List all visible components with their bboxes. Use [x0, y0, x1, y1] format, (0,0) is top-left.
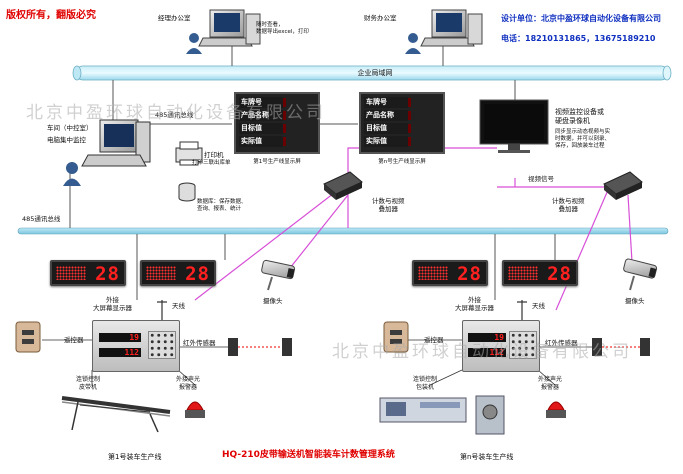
- video-recorder-monitor-icon: [479, 99, 549, 153]
- ir-sensor-left-icon: [228, 338, 292, 356]
- line1-ctrl-value-1: 19: [99, 333, 141, 342]
- line1-caption: 第1号装车生产线: [108, 453, 162, 461]
- screenn-row1-value: [408, 98, 411, 107]
- linen-alarm-label: 外接声光 报警器: [538, 376, 563, 391]
- line1-camera-label: 摄像头: [263, 297, 283, 305]
- camera-left-icon: [261, 259, 296, 291]
- overlay-box-left-icon: [323, 171, 363, 200]
- system-title: HQ-210皮带输送机智能装车计数管理系统: [222, 450, 395, 460]
- line1-led-display-1: 28: [50, 260, 126, 286]
- screen1-row4-value: [283, 137, 286, 146]
- line1-antenna-label: 天线: [172, 302, 185, 310]
- bus-485-top-label: 485通讯总线: [155, 111, 194, 119]
- lan-backbone: [72, 65, 672, 81]
- screenn-row4-label: 实际值: [364, 136, 408, 147]
- overlay-right-label: 计数与视频 叠加器: [552, 197, 585, 214]
- screen1-row3-label: 目标值: [239, 123, 283, 134]
- linen-ctrl-value-2: 112: [468, 348, 506, 357]
- database-label: 数据库：保存数据、 查询、报表、统计: [197, 199, 247, 212]
- video-recorder-note: 同步显示动态视频与实 时数据，并可以刻录、 保存，回放装车过程: [555, 129, 611, 149]
- finance-office-workstation-icon: [405, 9, 483, 54]
- linen-belt-ctrl-label: 连锁控制 包装机: [413, 376, 438, 391]
- linen-keypad: [509, 331, 537, 359]
- line1-led-display-2: 28: [140, 260, 216, 286]
- line1-ctrl-value-2: 112: [99, 348, 141, 357]
- controller-wiring: [42, 339, 598, 386]
- video-signal-lines: [194, 147, 633, 311]
- database-icon: [178, 182, 196, 202]
- line1-led-1-value: 28: [95, 263, 120, 285]
- screenn-row2-label: 产品名称: [364, 110, 408, 121]
- screen1-row1-value: [283, 98, 286, 107]
- camera-right-icon: [623, 258, 658, 291]
- overlay-left-label: 计数与视频 叠加器: [372, 197, 405, 214]
- linen-led-display-2: 28: [502, 260, 578, 286]
- alarm-right-icon: [546, 401, 566, 418]
- lan-label: 企业局域网: [357, 69, 393, 77]
- watermark-bottom: 北京中盈环球自动化设备有限公司: [332, 342, 632, 362]
- linen-ctrl-value-1: 19: [468, 333, 506, 342]
- antenna-icons: [157, 300, 527, 320]
- manager-office-note: 随时查看， 数据导出excel，打印: [256, 22, 309, 35]
- screen1-row1-label: 车牌号: [239, 97, 283, 108]
- video-recorder-title: 视频监控设备或 硬盘录像机: [555, 108, 604, 125]
- line1-sensor-label: 红外传感器: [183, 339, 216, 347]
- printer-label: 打印机: [204, 151, 224, 159]
- big-screen-n: 车牌号 产品名称 目标值 实际值: [359, 92, 445, 154]
- manager-office-label: 经理办公室: [158, 14, 191, 22]
- finance-office-label: 财务办公室: [364, 14, 397, 22]
- screenn-row1-label: 车牌号: [364, 97, 408, 108]
- screenn-row3-value: [408, 124, 411, 133]
- line1-belt-ctrl-label: 连锁控制 皮带机: [76, 376, 101, 391]
- bus-485-bottom-label: 485通讯总线: [22, 215, 61, 223]
- alarm-left-icon: [185, 401, 205, 418]
- linen-antenna-label: 天线: [532, 302, 545, 310]
- screenn-row2-value: [408, 111, 411, 120]
- screen1-row2-value: [283, 111, 286, 120]
- screenn-row3-label: 目标值: [364, 123, 408, 134]
- ir-sensor-right-icon: [592, 338, 650, 356]
- belt-conveyor-icon: [61, 396, 171, 433]
- control-room-label: 车间（中控室） 电脑集中监控: [47, 124, 93, 145]
- big-screen-1: 车牌号 产品名称 目标值 实际值: [234, 92, 320, 154]
- copyright-notice: 版权所有，翻版必究: [6, 10, 96, 21]
- linen-remote-label: 遥控器: [424, 336, 444, 344]
- line1-remote-label: 遥控器: [64, 336, 84, 344]
- company-phone: 电话：18210131865，13675189210: [501, 34, 656, 43]
- line1-keypad: [148, 331, 176, 359]
- packing-machine-icon: [379, 395, 505, 435]
- bus-485-pipe: [17, 227, 669, 235]
- overlay-box-right-icon: [603, 171, 643, 200]
- remote-left-icon: [15, 321, 41, 353]
- bus-drops: [136, 234, 556, 300]
- video-signal-label: 视频信号: [528, 175, 554, 183]
- linen-caption: 第n号装车生产线: [460, 453, 514, 461]
- screenn-row4-value: [408, 137, 411, 146]
- screen1-row4-label: 实际值: [239, 136, 283, 147]
- company-name: 设计单位：北京中盈环球自动化设备有限公司: [501, 14, 661, 23]
- line1-alarm-label: 外接声光 报警器: [176, 376, 201, 391]
- line1-controller: 19 112: [92, 320, 180, 372]
- remote-right-icon: [383, 321, 409, 353]
- linen-led-2-value: 28: [547, 263, 572, 285]
- manager-office-workstation-icon: [186, 9, 261, 54]
- printer-note: 打印三联出库单: [192, 160, 231, 166]
- linen-led-display-1: 28: [412, 260, 488, 286]
- line1-led-2-value: 28: [185, 263, 210, 285]
- big-screen-n-caption: 第n号生产线显示屏: [378, 159, 426, 165]
- linen-sensor-label: 红外传感器: [545, 339, 578, 347]
- big-screen-1-caption: 第1号生产线显示屏: [253, 159, 301, 165]
- linen-controller: 19 112: [462, 320, 540, 372]
- line1-screen-label: 外接 大屏幕显示器: [93, 296, 132, 313]
- linen-led-1-value: 28: [457, 263, 482, 285]
- watermark-top: 北京中盈环球自动化设备有限公司: [26, 103, 326, 123]
- linen-camera-label: 摄像头: [625, 297, 645, 305]
- printer-icon: [175, 141, 203, 166]
- screen1-row3-value: [283, 124, 286, 133]
- linen-screen-label: 外接 大屏幕显示器: [455, 296, 494, 313]
- control-room-computer-icon: [63, 119, 151, 186]
- screen1-row2-label: 产品名称: [239, 110, 283, 121]
